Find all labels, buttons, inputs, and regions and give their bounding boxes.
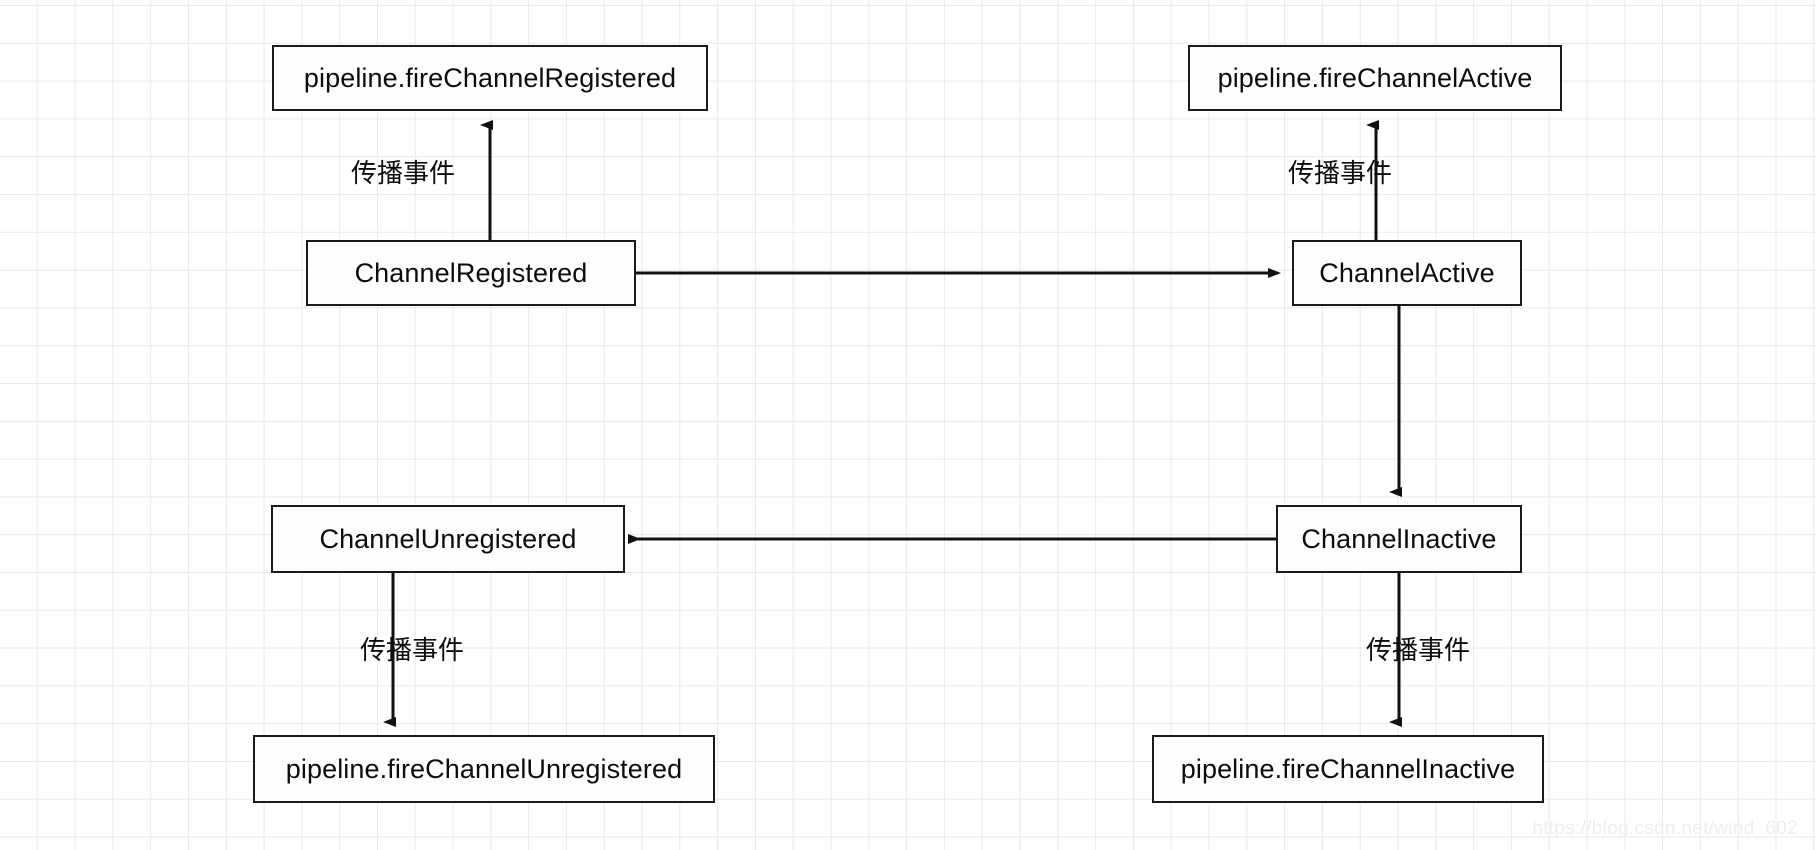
node-fire-channel-active[interactable]: pipeline.fireChannelActive (1188, 45, 1562, 111)
node-channel-active[interactable]: ChannelActive (1292, 240, 1522, 306)
node-channel-registered[interactable]: ChannelRegistered (306, 240, 636, 306)
edge-label-unregistered-to-fire-unregistered: 传播事件 (360, 635, 465, 665)
edge-label-registered-to-fire-registered: 传播事件 (351, 158, 456, 188)
node-label: ChannelActive (1319, 257, 1495, 288)
node-label: ChannelInactive (1301, 523, 1497, 554)
node-label: pipeline.fireChannelActive (1217, 62, 1533, 93)
watermark: https://blog.csdn.net/wind_602 (1532, 818, 1798, 839)
node-fire-channel-unregistered[interactable]: pipeline.fireChannelUnregistered (253, 735, 715, 803)
node-label: pipeline.fireChannelInactive (1180, 753, 1516, 784)
node-fire-channel-inactive[interactable]: pipeline.fireChannelInactive (1152, 735, 1544, 803)
node-label: pipeline.fireChannelRegistered (303, 62, 677, 93)
node-label: ChannelRegistered (354, 257, 588, 288)
edge-label-active-to-fire-active: 传播事件 (1288, 158, 1393, 188)
node-channel-unregistered[interactable]: ChannelUnregistered (271, 505, 625, 573)
node-label: pipeline.fireChannelUnregistered (285, 753, 683, 784)
edge-label-inactive-to-fire-inactive: 传播事件 (1366, 635, 1471, 665)
node-channel-inactive[interactable]: ChannelInactive (1276, 505, 1522, 573)
node-fire-channel-registered[interactable]: pipeline.fireChannelRegistered (272, 45, 708, 111)
node-label: ChannelUnregistered (319, 523, 577, 554)
